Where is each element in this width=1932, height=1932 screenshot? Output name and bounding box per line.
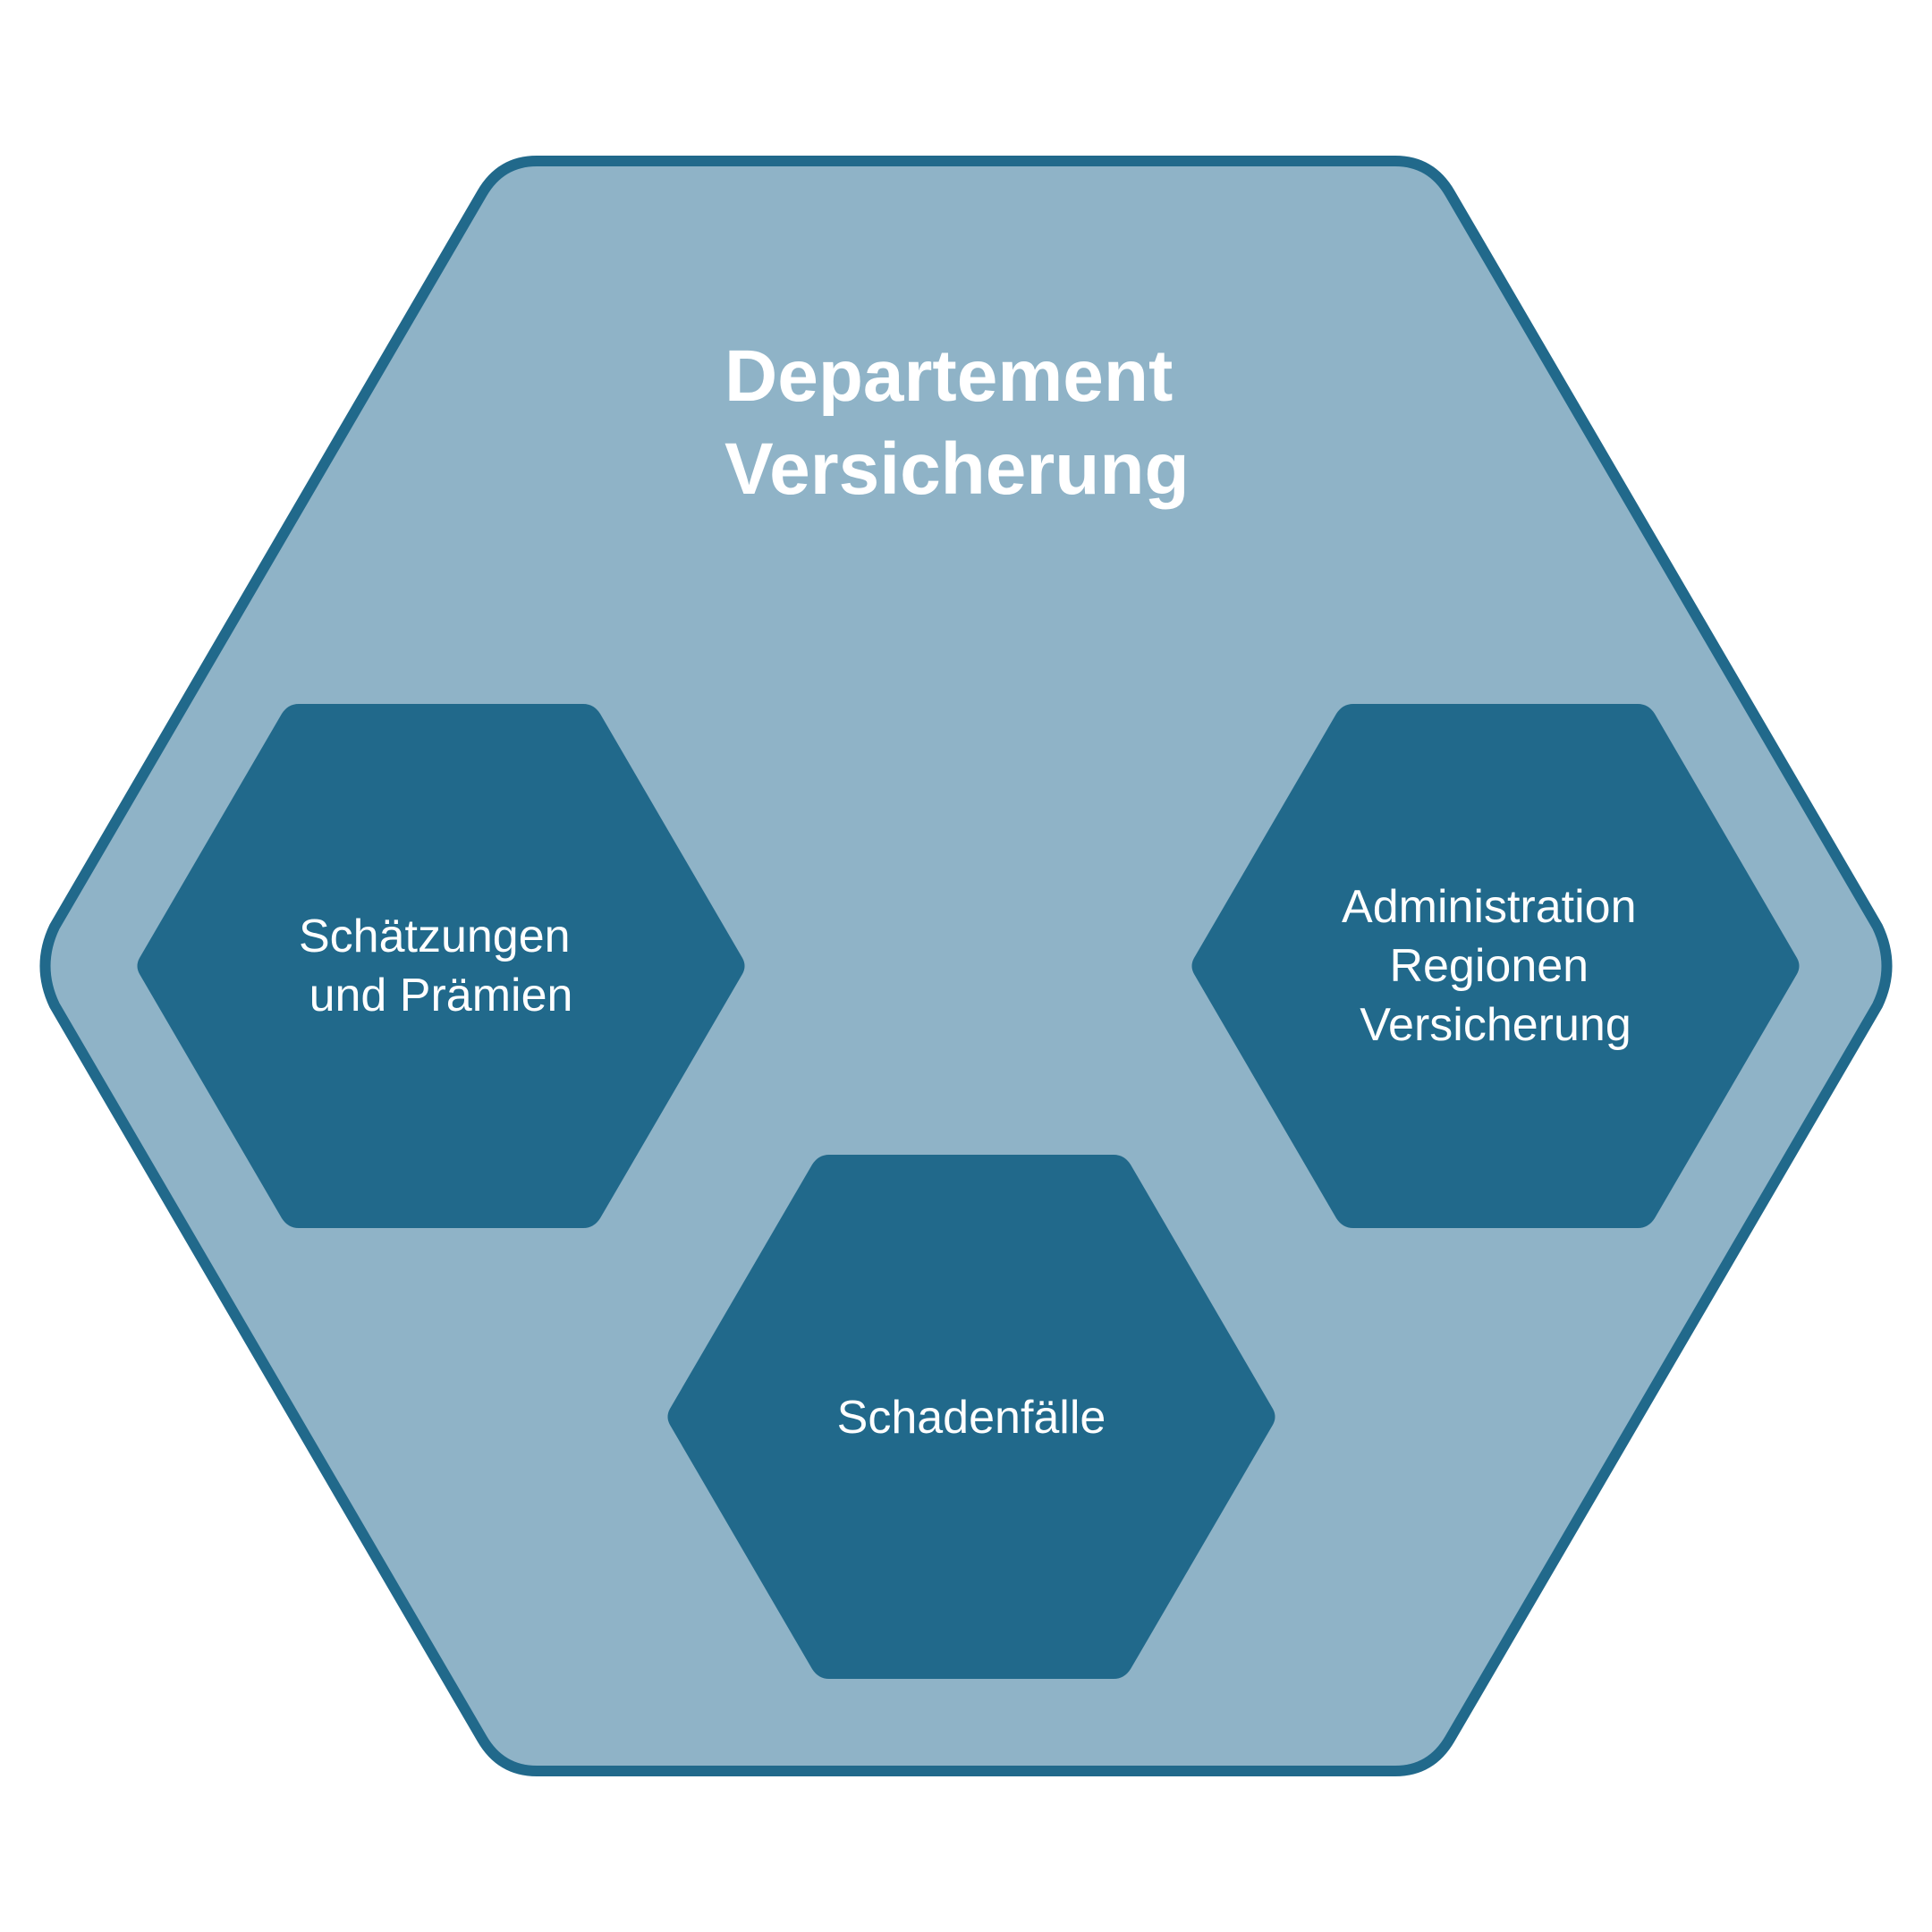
department-title-line-1: Departement [724,335,1173,417]
unit-estimates-premiums-line-2: und Prämien [309,970,573,1021]
unit-regional-administration-line-2: Regionen [1389,940,1589,992]
unit-estimates-premiums-line-1: Schätzungen [299,911,571,962]
department-title-line-2: Versicherung [724,428,1190,510]
unit-regional-administration-label: Administration Regionen Versicherung [1342,881,1649,1051]
unit-regional-administration-line-1: Administration [1342,881,1636,933]
unit-claims-shape [667,1155,1275,1679]
unit-estimates-premiums-label: Schätzungen und Prämien [299,911,583,1021]
unit-regional-administration: Administration Regionen Versicherung [1191,704,1800,1228]
unit-estimates-premiums: Schätzungen und Prämien [137,704,745,1228]
department-hexagon: Departement Versicherung [39,156,1893,1776]
unit-claims-line-1: Schadenfälle [837,1392,1106,1444]
unit-estimates-premiums-shape [137,704,745,1228]
department-title: Departement Versicherung [724,335,1193,510]
unit-claims: Schadenfälle [667,1155,1275,1679]
department-hexagon-shape [39,156,1893,1776]
unit-claims-label: Schadenfälle [837,1392,1106,1444]
unit-regional-administration-shape [1191,704,1800,1228]
unit-regional-administration-line-3: Versicherung [1360,999,1631,1051]
